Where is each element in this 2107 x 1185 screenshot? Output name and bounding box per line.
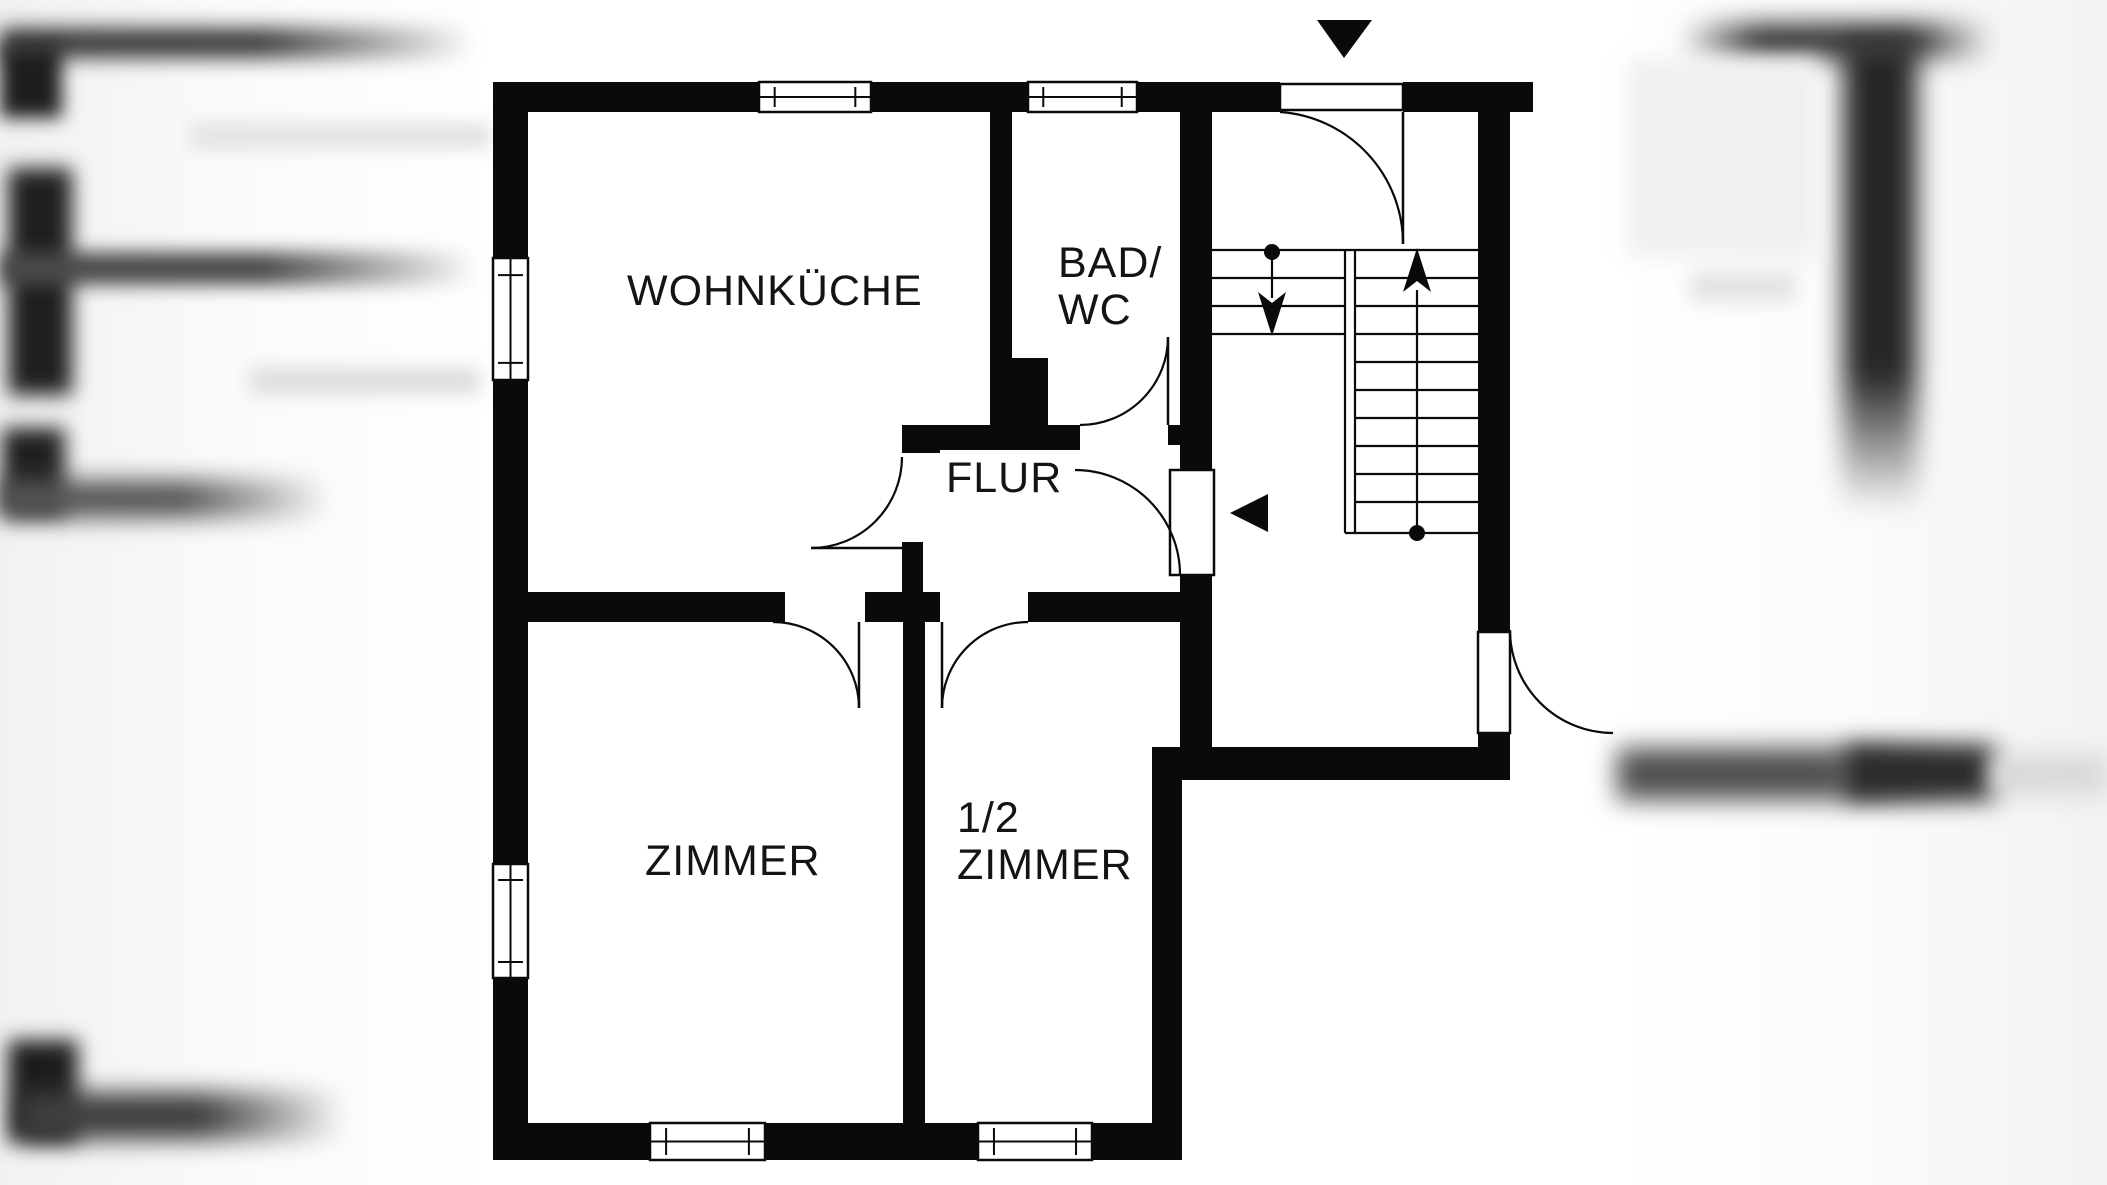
zimmer-door-swing-arc bbox=[772, 620, 861, 709]
stair-walkline-dot bbox=[1264, 244, 1280, 260]
wall-segment bbox=[493, 82, 528, 258]
wall-segment bbox=[1180, 112, 1212, 470]
stairwell-top-door-swing-arc bbox=[1279, 110, 1405, 245]
apartment-entry-door-swing-arc bbox=[1074, 468, 1182, 576]
wall-segment bbox=[1152, 747, 1510, 780]
room-label-text: WOHNKÜCHE bbox=[627, 267, 923, 315]
room-label-text: ZIMMER bbox=[645, 837, 821, 885]
halb-zimmer-door-swing-arc bbox=[940, 620, 1029, 709]
wall-segment bbox=[902, 425, 940, 453]
wall-segment bbox=[1137, 82, 1280, 112]
building-entrance-arrow bbox=[1317, 20, 1372, 58]
stairwell-exit-door-swing-arc bbox=[1508, 629, 1614, 735]
blur-left-shape bbox=[0, 252, 478, 285]
blur-left-shape bbox=[0, 480, 330, 518]
wall-segment bbox=[990, 112, 1012, 425]
room-label-flur: FLUR bbox=[946, 455, 1062, 502]
room-label-text: FLUR bbox=[946, 454, 1063, 502]
room-label-text: 1/2 bbox=[957, 794, 1020, 842]
room-label-text: WC bbox=[1058, 286, 1132, 334]
blur-right-shape bbox=[1680, 24, 1992, 58]
wall-segment bbox=[1180, 575, 1212, 748]
wall-segment bbox=[493, 592, 785, 622]
room-label-text: BAD/ bbox=[1058, 239, 1163, 287]
room-label-zimmer: ZIMMER bbox=[645, 838, 821, 885]
wall-segment bbox=[1403, 82, 1533, 112]
wall-segment bbox=[871, 82, 1028, 112]
room-label-halb-zimmer: 1/2 ZIMMER bbox=[957, 795, 1133, 889]
door-panel bbox=[1476, 630, 1512, 735]
wohnkueche-door-swing-arc bbox=[810, 456, 904, 550]
blur-left-shape bbox=[0, 28, 475, 58]
wall-segment bbox=[1152, 747, 1182, 1160]
wall-segment bbox=[902, 542, 923, 622]
blur-right-shape bbox=[1843, 42, 1917, 512]
door-panel bbox=[1168, 468, 1216, 577]
blur-right-shape bbox=[1990, 755, 2107, 795]
stairs-down-arrow bbox=[1258, 292, 1286, 336]
blur-right-shape bbox=[1628, 58, 1818, 258]
blur-left-shape bbox=[0, 45, 62, 118]
wall-segment bbox=[990, 358, 1048, 425]
wall-segment bbox=[903, 622, 925, 1123]
blurred-left-page-edge bbox=[0, 0, 492, 1185]
blur-left-shape bbox=[20, 1092, 345, 1140]
wall-segment bbox=[765, 1123, 978, 1160]
stairs-up-arrow bbox=[1403, 248, 1431, 292]
bad-wc-door-swing-arc bbox=[1079, 336, 1170, 427]
room-label-bad-wc: BAD/ WC bbox=[1058, 240, 1162, 334]
wall-segment bbox=[1478, 733, 1510, 780]
wall-segment bbox=[1478, 112, 1510, 632]
apartment-entrance-arrow bbox=[1230, 494, 1268, 532]
blur-left-shape bbox=[190, 122, 490, 150]
room-label-wohnkueche: WOHNKÜCHE bbox=[627, 268, 923, 315]
blur-left-shape bbox=[250, 368, 480, 394]
wall-segment bbox=[493, 82, 759, 112]
blur-right-shape bbox=[1690, 272, 1795, 302]
blur-right-shape bbox=[1845, 745, 1995, 800]
room-label-text: ZIMMER bbox=[957, 841, 1133, 889]
stair-walkline-dot bbox=[1409, 525, 1425, 541]
wall-segment bbox=[493, 1123, 650, 1160]
door-panel bbox=[1278, 82, 1405, 112]
